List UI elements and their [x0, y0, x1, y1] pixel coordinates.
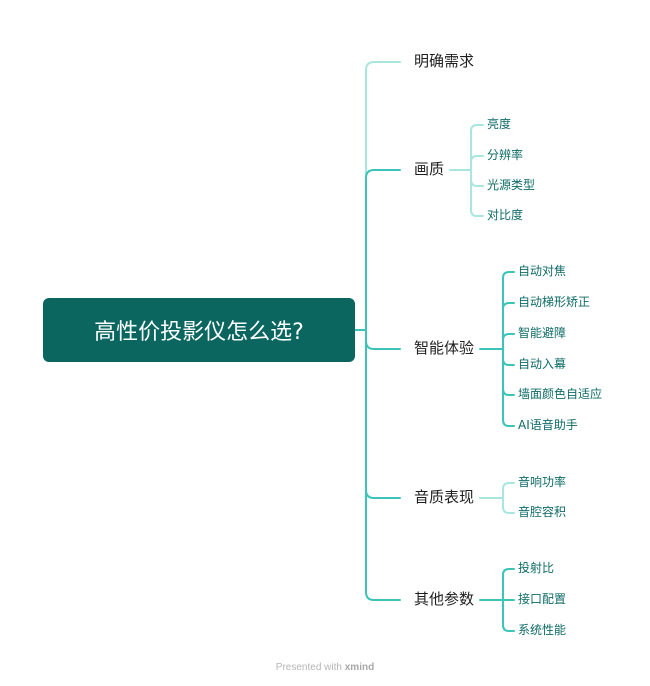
branch-connector-5 — [365, 329, 401, 601]
subbranch-connector-3-2 — [502, 302, 515, 350]
root-topic-label: 高性价投影仪怎么选? — [94, 320, 304, 345]
root-topic[interactable]: 高性价投影仪怎么选? — [43, 298, 355, 362]
subtopic-2-1[interactable]: 亮度 — [487, 117, 512, 131]
subbranch-connector-4-1 — [502, 482, 515, 499]
subbranch-connector-3-1 — [502, 271, 515, 350]
subbranch-connector-5-1 — [502, 568, 515, 601]
footer-credit: Presented with xmind — [0, 662, 650, 673]
subtopic-3-2[interactable]: 自动梯形矫正 — [518, 295, 591, 309]
subtopic-2-4[interactable]: 对比度 — [487, 208, 524, 222]
subtopic-2-3[interactable]: 光源类型 — [487, 178, 536, 192]
topic-3[interactable]: 智能体验 — [414, 339, 475, 357]
branch-connector-1 — [365, 61, 401, 331]
subtopic-4-2[interactable]: 音腔容积 — [518, 505, 567, 519]
subtopic-3-1[interactable]: 自动对焦 — [518, 264, 567, 278]
subbranch-connector-2-3 — [470, 169, 484, 187]
subbranch-connector-4-2 — [502, 497, 515, 514]
subtopic-5-2[interactable]: 接口配置 — [518, 592, 567, 606]
subtopic-2-2[interactable]: 分辨率 — [487, 148, 524, 162]
topic-2[interactable]: 画质 — [414, 160, 445, 178]
subbranch-connector-2-1 — [470, 124, 484, 171]
subbranch-connector-5-3 — [502, 599, 515, 632]
subtopic-5-1[interactable]: 投射比 — [518, 561, 555, 575]
topic-1[interactable]: 明确需求 — [414, 52, 475, 70]
subbranch-connector-3-5 — [502, 348, 515, 396]
topic-4[interactable]: 音质表现 — [414, 488, 475, 506]
branch-connector-4 — [365, 329, 401, 499]
subbranch-connector-2-2 — [470, 155, 484, 171]
subbranch-connector-2-4 — [470, 169, 484, 217]
footer-prefix: Presented with — [275, 662, 342, 673]
branch-connector-3 — [365, 329, 401, 350]
subtopic-3-5[interactable]: 墙面颜色自适应 — [518, 387, 603, 401]
branch-connector-2 — [365, 169, 401, 331]
xmind-logo: xmind — [344, 662, 375, 673]
subtopic-4-1[interactable]: 音响功率 — [518, 475, 567, 489]
topic-5[interactable]: 其他参数 — [414, 590, 475, 608]
subbranch-connector-3-6 — [502, 348, 515, 427]
subtopic-3-6[interactable]: AI语音助手 — [518, 418, 578, 432]
subtopic-3-4[interactable]: 自动入幕 — [518, 357, 567, 371]
subbranch-connector-3-3 — [502, 333, 515, 350]
subtopic-5-3[interactable]: 系统性能 — [518, 623, 567, 637]
subtopic-3-3[interactable]: 智能避障 — [518, 326, 567, 340]
subbranch-connector-3-4 — [502, 348, 515, 366]
